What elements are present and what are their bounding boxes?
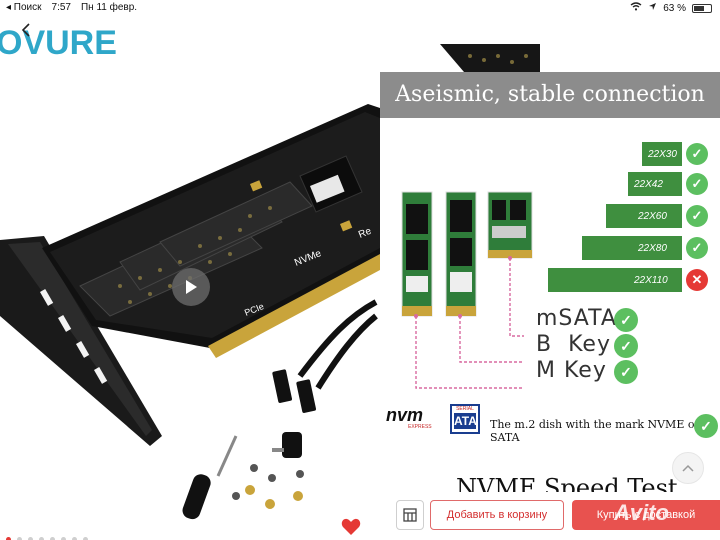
pcie-adapter-illustration: OVURE [0, 24, 380, 520]
sata-logo-main: ATA [454, 413, 477, 429]
wifi-icon [630, 2, 642, 14]
gallery-dot[interactable] [28, 537, 33, 540]
length-bar-22x30: 22X30 [642, 142, 682, 166]
check-icon: ✓ [686, 205, 708, 227]
nvme-logo: nvm EXPRESS [386, 406, 432, 430]
gallery-dot[interactable] [61, 537, 66, 540]
back-button[interactable] [16, 20, 36, 40]
gallery-dot[interactable] [72, 537, 77, 540]
chevron-left-icon [21, 23, 30, 37]
check-icon: ✓ [686, 173, 708, 195]
board-mark-re: Re [357, 226, 373, 241]
battery-level [694, 5, 704, 11]
promo-title: Aseismic, stable connection [395, 82, 705, 107]
gallery-pagination [6, 537, 88, 540]
gallery-dot[interactable] [50, 537, 55, 540]
video-play-button[interactable] [172, 268, 210, 306]
status-time: 7:57 [51, 2, 71, 13]
nvme-logo-text: nvm [386, 405, 424, 425]
brand-fragment: OVURE [0, 24, 117, 62]
gallery-dot[interactable] [6, 537, 11, 540]
check-icon: ✓ [614, 334, 638, 358]
battery-icon [692, 3, 712, 13]
mark-note: The m.2 dish with the mark NVME or SATA [490, 418, 700, 444]
length-label: 22X30 [648, 148, 677, 160]
sata-logo: SERIAL ATA [450, 404, 480, 434]
favorite-button[interactable] [334, 512, 368, 540]
check-icon: ✓ [686, 237, 708, 259]
key-label-b-key: B Key [536, 332, 611, 357]
nvme-logo-sub: EXPRESS [408, 424, 432, 430]
cross-icon: ✕ [686, 269, 708, 291]
check-icon: ✓ [686, 143, 708, 165]
play-icon [186, 280, 197, 294]
key-label-msata: mSATA [536, 306, 617, 331]
check-icon: ✓ [614, 360, 638, 384]
status-date: Пн 11 февр. [80, 2, 138, 13]
status-back-app[interactable]: ◂ Поиск [6, 2, 42, 13]
length-bar-22x110: 22X110 [548, 268, 682, 292]
length-bar-22x80: 22X80 [582, 236, 682, 260]
board-crop [440, 44, 540, 72]
length-label: 22X42 [634, 178, 663, 190]
scroll-to-top-button[interactable] [672, 452, 704, 484]
gallery-dot[interactable] [17, 537, 22, 540]
promo-image[interactable]: Aseismic, stable connection 22X30 ✓ 22X4… [380, 16, 720, 540]
length-label: 22X80 [638, 242, 667, 254]
avito-watermark: Avito [614, 500, 669, 525]
bottom-action-bar: Добавить в корзину Купить с доставкой [382, 492, 720, 540]
length-bar-22x42: 22X42 [628, 172, 682, 196]
gallery-dot[interactable] [83, 537, 88, 540]
promo-banner [380, 72, 720, 118]
buy-with-delivery-button[interactable]: Купить с доставкой [572, 500, 720, 530]
length-label: 22X60 [638, 210, 667, 222]
location-icon [648, 2, 657, 14]
add-to-cart-button[interactable]: Добавить в корзину [430, 500, 564, 530]
m2-modules-diagram [401, 191, 533, 389]
check-icon: ✓ [614, 308, 638, 332]
gallery-dot[interactable] [39, 537, 44, 540]
product-photo[interactable]: OVURE [0, 16, 380, 540]
chevron-up-icon [682, 464, 694, 472]
sata-logo-top: SERIAL [456, 406, 474, 412]
status-bar: ◂ Поиск 7:57 Пн 11 февр. 63 % [0, 0, 720, 16]
length-label: 22X110 [634, 274, 668, 286]
key-label-m-key: M Key [536, 358, 607, 383]
heart-icon [341, 518, 361, 535]
compare-button[interactable] [396, 500, 424, 530]
check-icon: ✓ [694, 414, 718, 438]
battery-percent: 63 % [663, 2, 686, 14]
compare-icon [403, 508, 417, 522]
length-bar-22x60: 22X60 [606, 204, 682, 228]
